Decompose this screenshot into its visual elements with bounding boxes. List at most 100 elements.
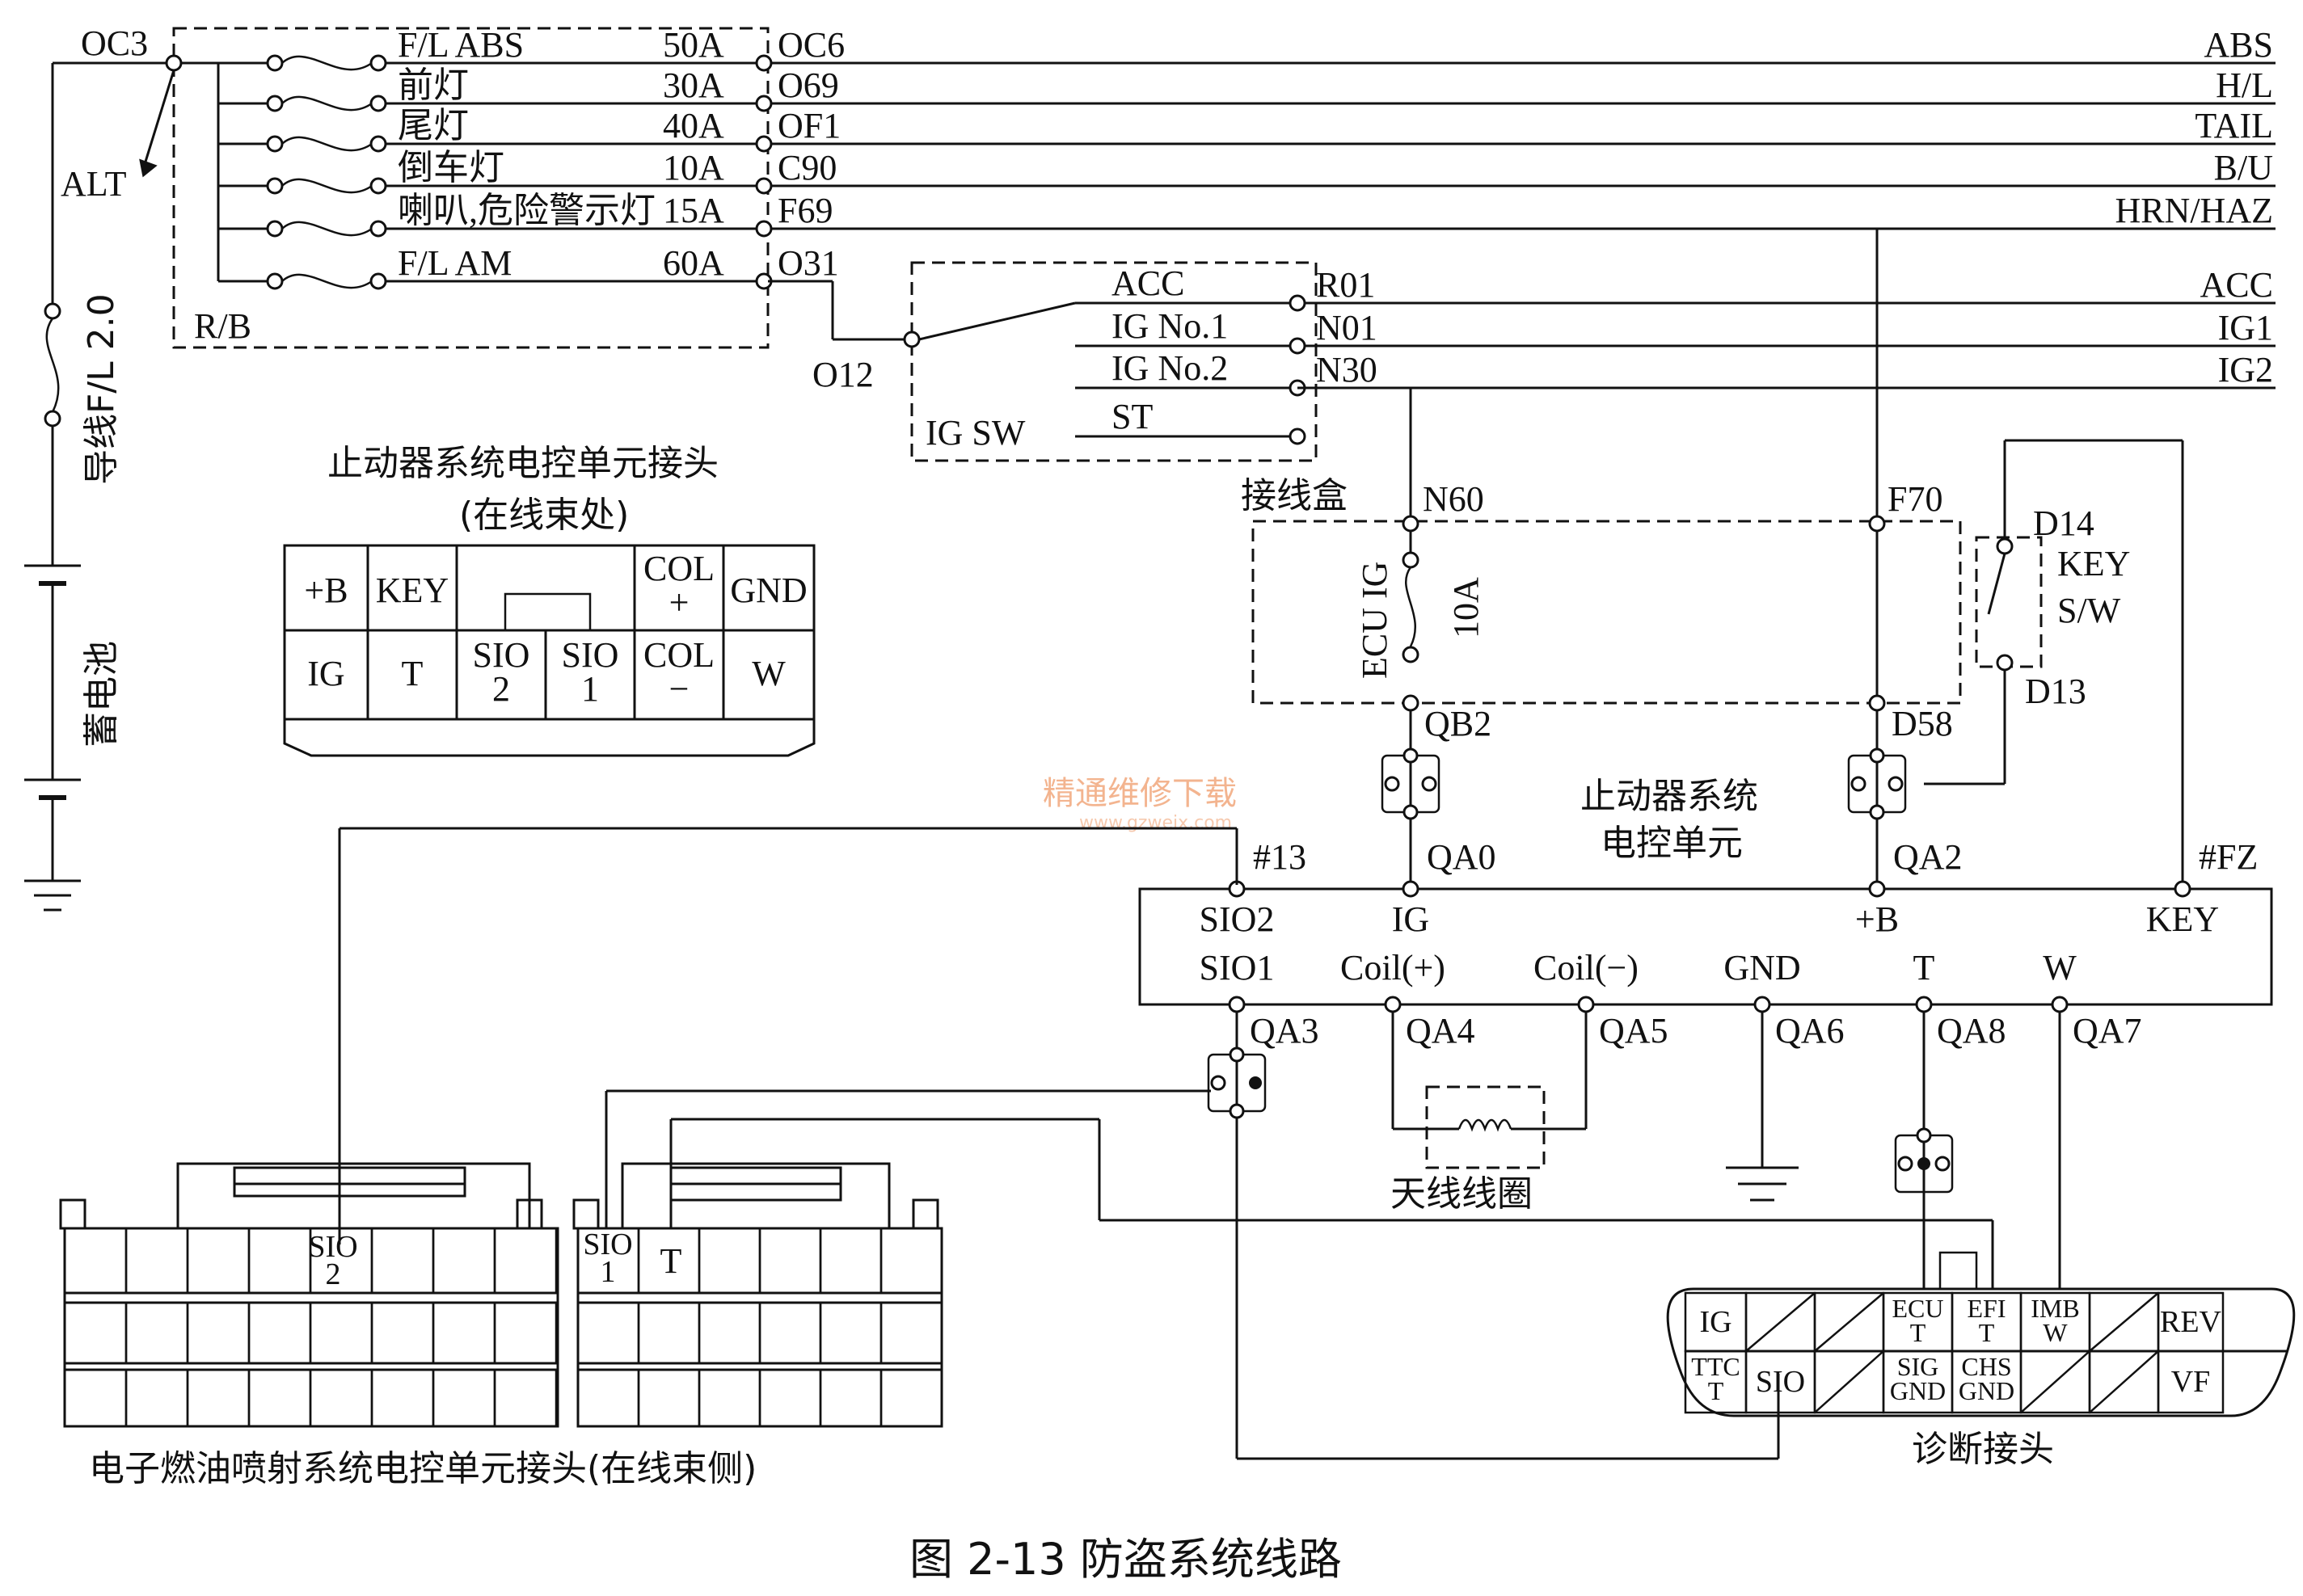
fuse-node-0: OC6	[778, 25, 845, 65]
fuse-name-4: 喇叭,危险警示灯	[398, 191, 656, 230]
fuse-element-3	[281, 178, 373, 194]
efi-left-latch	[233, 1166, 466, 1198]
efi-left-r2-cell	[370, 1301, 435, 1365]
fuse-rating-3: 10A	[663, 148, 724, 187]
efi-right-r1-cell	[879, 1227, 943, 1295]
fuse-rating-1: 30A	[663, 65, 724, 105]
ecu-conn-top-pin-0: +B	[304, 571, 348, 610]
ecu-bottom-node-5: QA7	[2073, 1011, 2142, 1051]
ecu-bottom-pin-1: Coil(+)	[1340, 948, 1445, 987]
efi-right-r3-cell	[637, 1368, 701, 1428]
ig-output-label-0: ACC	[2200, 265, 2273, 305]
fuse-ecu-ig-rating: 10A	[1446, 577, 1486, 638]
ecu-bottom-node-3: QA6	[1775, 1011, 1845, 1051]
fuse-name-3: 倒车灯	[398, 148, 504, 187]
ecu-bottom-pin-2: Coil(−)	[1533, 948, 1639, 987]
efi-left-r1-cell	[63, 1227, 128, 1295]
ecu-top-node-3: #FZ	[2199, 837, 2258, 877]
efi-connector-caption: 电子燃油喷射系统电控单元接头(在线束侧)	[89, 1448, 757, 1489]
fuse-terminal-in-2	[266, 135, 284, 153]
node-n60: N60	[1423, 479, 1484, 519]
ecu-title-1: 止动器系统	[1580, 776, 1758, 817]
battery-circuit: 导线F/L 2.0 蓄电池	[24, 61, 174, 912]
ig-terminal-3	[1289, 427, 1306, 445]
ecu-bottom-terminal-1	[1384, 996, 1402, 1013]
efi-right-r3-cell	[576, 1368, 640, 1428]
efi-right-r2-cell	[698, 1301, 761, 1365]
efi-right-r3-cell	[698, 1368, 761, 1428]
relay-box-label: R/B	[194, 306, 251, 346]
efi-right-r2-cell	[576, 1301, 640, 1365]
fuse-element-4	[281, 221, 373, 237]
node-o12: O12	[812, 355, 874, 394]
fuse-terminal-in-1	[266, 95, 284, 112]
efi-left-r3-cell	[493, 1368, 558, 1428]
alt-label: ALT	[61, 164, 127, 204]
diag-bottom-pin-7: VF	[2171, 1365, 2211, 1399]
efi-left-r1-cell	[247, 1227, 312, 1295]
efi-left-r3-cell	[370, 1368, 435, 1428]
fuse-element-5	[281, 273, 373, 289]
ecu-bottom-terminal-2	[1577, 996, 1595, 1013]
efi-left-r3-cell	[186, 1368, 251, 1428]
node-oc3: OC3	[81, 23, 148, 63]
output-label-3: B/U	[2214, 148, 2273, 187]
ecu-bottom-pin-4: T	[1913, 948, 1935, 987]
ig-position-3: ST	[1111, 397, 1153, 436]
diag-bottom-blank-2	[1814, 1350, 1884, 1413]
diag-top-pin-0: IG	[1699, 1305, 1731, 1339]
fuse-element-2	[281, 136, 373, 152]
ecu-top-pin-0: SIO2	[1200, 899, 1275, 939]
ecu-conn-bottom-pin-1: T	[402, 654, 424, 693]
fuse-name-1: 前灯	[398, 65, 469, 105]
diag-bottom-pin-1: SIO	[1756, 1365, 1805, 1399]
efi-left-r3-cell	[247, 1368, 312, 1428]
efi-right-r1-cell	[698, 1227, 761, 1295]
fuse-name-0: F/L ABS	[398, 25, 524, 65]
efi-left-r2-cell	[247, 1301, 312, 1365]
ecu-top-node-0: #13	[1253, 837, 1306, 877]
output-label-4: HRN/HAZ	[2115, 191, 2273, 230]
fuse-terminal-out-2	[755, 135, 773, 153]
ecu-bottom-node-4: QA8	[1937, 1011, 2006, 1051]
key-switch-label-2: S/W	[2057, 591, 2121, 630]
efi-right-r2-cell	[819, 1301, 883, 1365]
ig-position-0: ACC	[1111, 263, 1184, 303]
antenna-coil: 天线线圈	[1390, 1012, 1588, 1215]
fuse-terminal-mid-3	[369, 177, 387, 195]
ecu-bottom-pin-3: GND	[1723, 948, 1800, 987]
junction-box: 接线盒 N60 ECU IG 10A QB2 F70 D58	[1241, 386, 1962, 743]
junction-box-label: 接线盒	[1241, 475, 1348, 516]
efi-left-r1-cell	[432, 1227, 496, 1295]
battery-label: 蓄电池	[81, 641, 122, 747]
ig-node-0: R01	[1316, 265, 1375, 305]
efi-left-r2-cell	[63, 1301, 128, 1365]
efi-right-r2-cell	[879, 1301, 943, 1365]
fuse-terminal-mid-0	[369, 54, 387, 72]
diag-connector-caption: 诊断接头	[1912, 1429, 2054, 1470]
key-switch-label-1: KEY	[2057, 544, 2130, 583]
ig-position-1: IG No.1	[1111, 306, 1228, 346]
ecu-top-pin-2: +B	[1855, 899, 1899, 939]
fuse-rating-0: 50A	[663, 25, 724, 65]
efi-left-r3-cell	[63, 1368, 128, 1428]
fuse-ecu-ig: ECU IG	[1355, 562, 1394, 679]
sio1-wiring	[605, 1012, 1780, 1460]
ig-terminal-0	[1289, 294, 1306, 312]
efi-left-r1-cell	[124, 1227, 189, 1295]
efi-right-peg-1	[572, 1198, 600, 1230]
ecu-bottom-pin-0: SIO1	[1200, 948, 1275, 987]
ig-node-2: N30	[1316, 350, 1377, 390]
ecu-top-terminal-1	[1402, 880, 1419, 898]
